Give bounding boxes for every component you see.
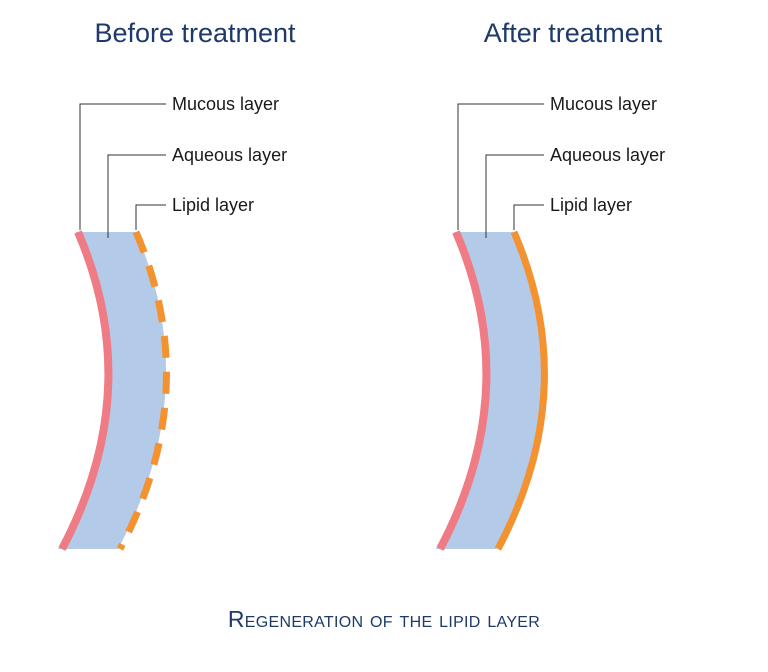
mucous-leader-line [79, 103, 166, 230]
tear-film-diagram-before: Mucous layer Aqueous layer Lipid layer [58, 94, 287, 551]
aqueous-layer-label: Aqueous layer [550, 145, 665, 165]
panel-after: After treatment Mucous layer Aqueous lay… [408, 0, 738, 580]
mucous-layer-label: Mucous layer [550, 94, 657, 114]
mucous-leader-line [457, 103, 544, 230]
lipid-leader-line [135, 204, 166, 230]
lipid-layer-band [116, 230, 170, 551]
aqueous-leader-line [485, 154, 544, 238]
tear-film-diagram-after: Mucous layer Aqueous layer Lipid layer [436, 94, 665, 551]
panel-before: Before treatment Mucous layer Aqueous la… [30, 0, 360, 580]
lipid-layer-label: Lipid layer [550, 195, 632, 215]
mucous-layer-band [58, 230, 113, 551]
panel-title-before: Before treatment [94, 18, 296, 48]
aqueous-layer-label: Aqueous layer [172, 145, 287, 165]
aqueous-leader-line [107, 154, 166, 238]
panel-title-after: After treatment [483, 18, 663, 48]
mucous-layer-label: Mucous layer [172, 94, 279, 114]
lipid-layer-band [494, 230, 548, 551]
lipid-leader-line [513, 204, 544, 230]
lipid-layer-label: Lipid layer [172, 195, 254, 215]
figure-caption: Regeneration of the lipid layer [227, 606, 541, 632]
mucous-layer-band [436, 230, 491, 551]
